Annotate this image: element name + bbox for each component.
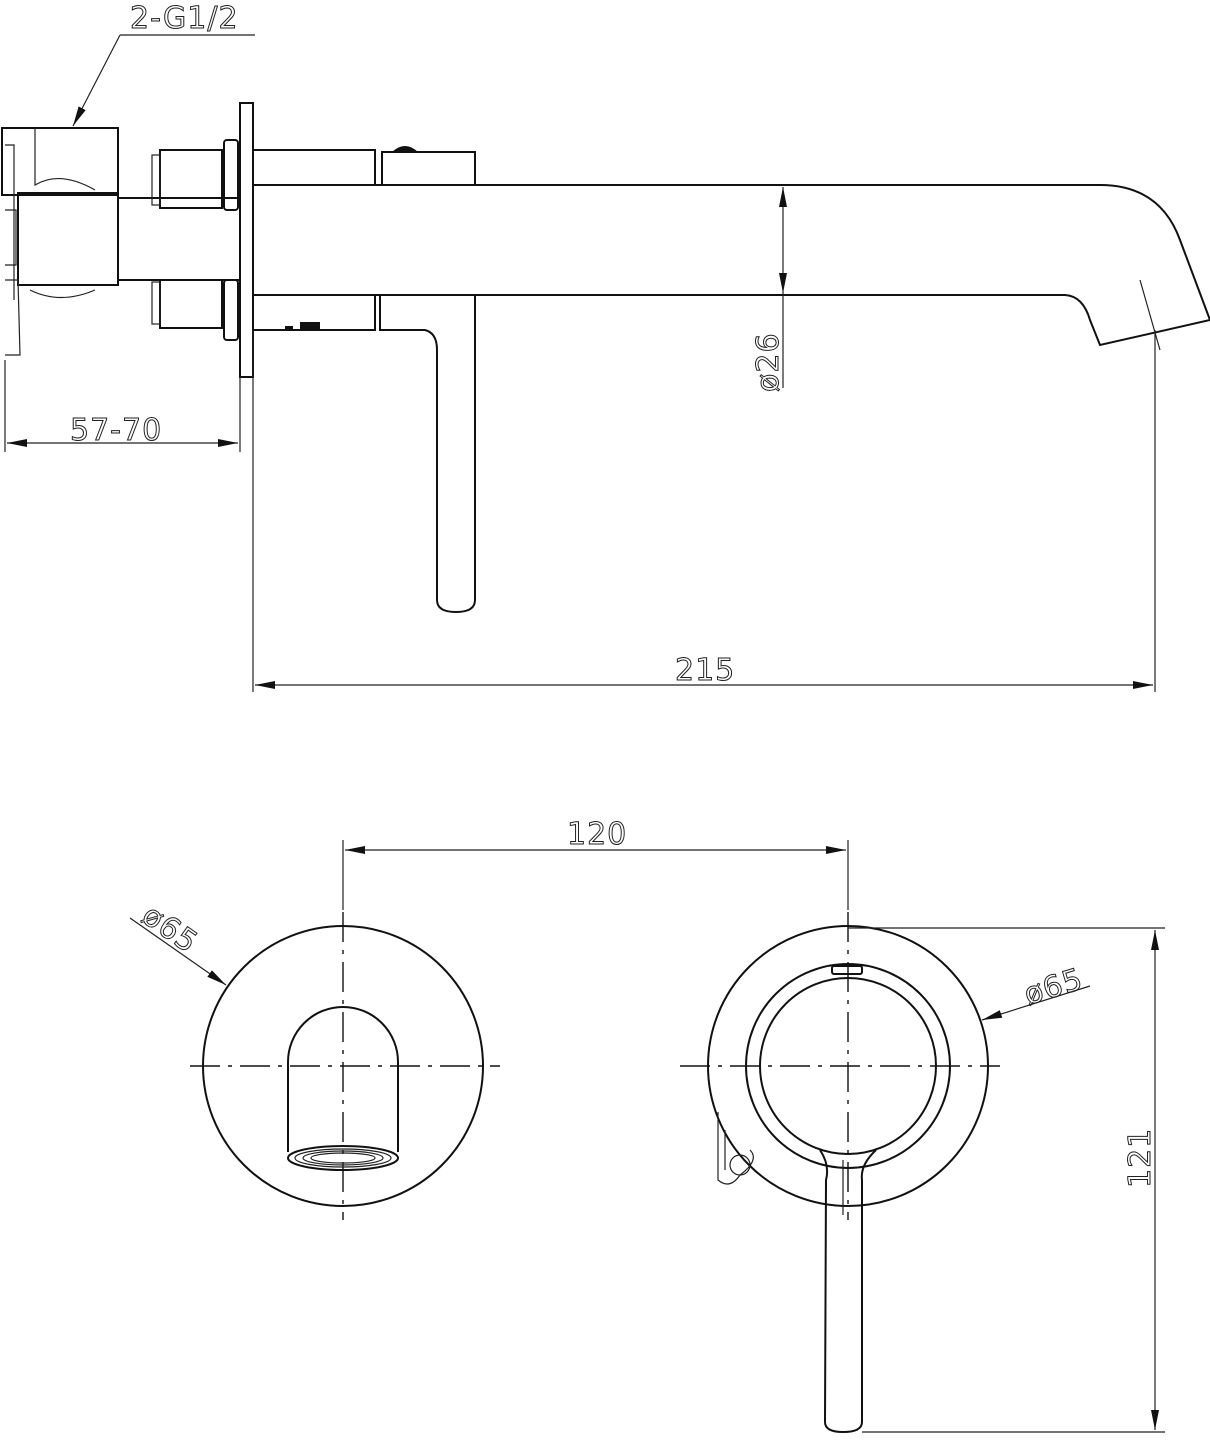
- height-dimension: 121: [848, 927, 1165, 1433]
- lever-handle: [379, 295, 476, 614]
- spacing-dimension: 120: [342, 817, 849, 910]
- valve-body: [1, 127, 241, 356]
- wall-flange: [239, 102, 254, 378]
- front-view: 120 ø65: [129, 817, 1165, 1434]
- spout-plate-diameter-label: ø65: [135, 898, 204, 961]
- spout-diameter-dimension: ø26: [751, 187, 787, 393]
- mixer-plate-diameter-label: ø65: [1020, 962, 1087, 1013]
- side-view: 2-G1/2 57-70 ø26 215: [1, 1, 1210, 692]
- thread-label: 2-G1/2: [130, 1, 239, 36]
- aerator: [287, 1145, 399, 1171]
- height-label: 121: [1123, 1128, 1158, 1188]
- spout-plate: ø65: [129, 897, 500, 1220]
- wall-depth-label: 57-70: [70, 413, 162, 448]
- spout-diameter-label: ø26: [751, 332, 786, 392]
- wall-depth-dimension: 57-70: [4, 360, 241, 452]
- spacing-label: 120: [567, 817, 627, 852]
- thread-callout: 2-G1/2: [72, 1, 255, 127]
- spout-length-label: 215: [675, 653, 735, 688]
- spout: [252, 146, 1210, 347]
- mixer-plate: ø65: [680, 912, 1091, 1434]
- spout-length-dimension: 215: [252, 279, 1161, 692]
